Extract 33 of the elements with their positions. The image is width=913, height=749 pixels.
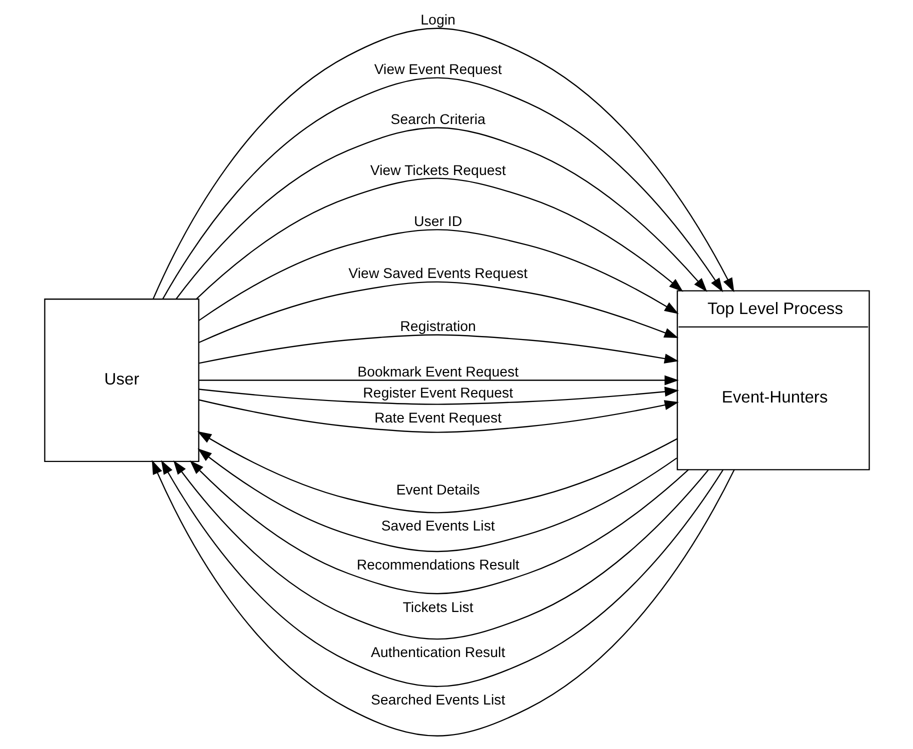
arrow <box>175 127 707 300</box>
edge-label: Register Event Request <box>362 386 513 402</box>
edge-label: Search Criteria <box>390 112 485 128</box>
edge-label: Login <box>420 12 455 28</box>
edge-label: View Event Request <box>374 62 502 78</box>
edge-label: User ID <box>413 214 462 230</box>
edge-label: Rate Event Request <box>374 410 502 426</box>
edge-label: Event Details <box>396 482 480 499</box>
arrow <box>198 375 678 386</box>
arrow <box>198 281 678 344</box>
arrow <box>197 448 677 552</box>
edge-label: View Tickets Request <box>370 162 506 179</box>
edge-label: Bookmark Event Request <box>357 364 518 380</box>
arrow <box>151 460 734 736</box>
arrow <box>189 460 688 594</box>
arrow <box>195 178 683 300</box>
edge-label: Recommendations Result <box>356 557 519 574</box>
arrow <box>162 77 723 300</box>
arrow <box>172 460 708 640</box>
edge-label: Tickets List <box>402 600 473 616</box>
arrow <box>198 399 678 433</box>
edge-label: Searched Events List <box>370 692 505 708</box>
arrow <box>198 386 678 405</box>
edge-label: Saved Events List <box>380 518 494 534</box>
arrow <box>152 28 734 300</box>
edge-label: View Saved Events Request <box>348 266 528 282</box>
arrow <box>198 334 678 364</box>
edge-label: Registration <box>400 319 476 336</box>
edge-label: Authentication Result <box>370 645 505 662</box>
arrow <box>160 460 723 687</box>
node-box: User <box>44 298 199 462</box>
arrow <box>196 431 678 514</box>
arrow <box>198 229 678 322</box>
